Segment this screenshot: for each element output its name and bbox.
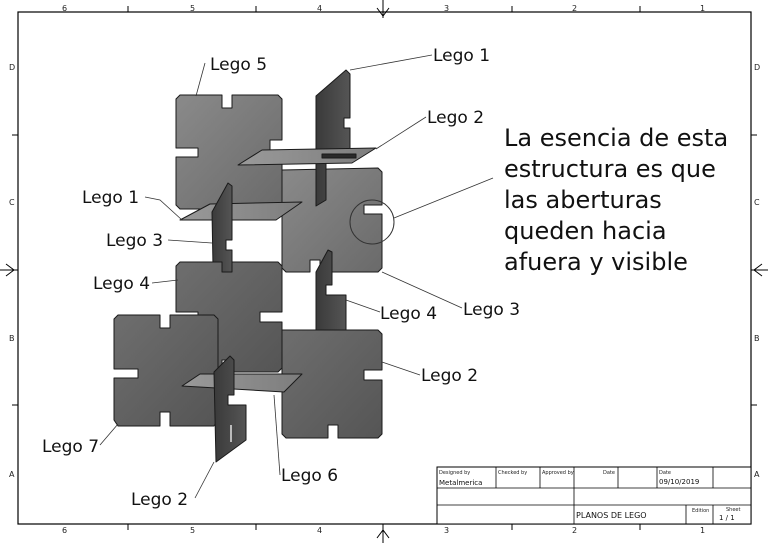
zone-row-labels-right: D C B A [754, 63, 760, 479]
callout-lego5-top: Lego 5 [210, 55, 267, 75]
leader-lego3-right [381, 271, 463, 309]
zone-col-2-bottom: 2 [572, 526, 577, 535]
tb-edition-label: Edition [692, 508, 709, 514]
title-block-frame [436, 466, 752, 525]
leader-lego6-bottom [273, 394, 281, 476]
leader-lego1-left [144, 196, 183, 221]
tb-designed-by-label: Designed by [439, 470, 470, 476]
zone-col-5-top: 5 [190, 4, 195, 13]
zone-row-c-left: C [9, 198, 15, 207]
leader-lego3-left [167, 239, 213, 244]
zone-column-labels-top: 6 5 4 3 2 1 [62, 4, 705, 13]
tb-drawing-title: PLANOS DE LEGO [576, 511, 647, 520]
tb-date: 09/10/2019 [659, 478, 699, 486]
note-line-5: afuera y visible [504, 248, 688, 276]
sheet-border [17, 11, 752, 525]
tb-checked-by-label: Checked by [498, 470, 527, 476]
zone-row-a-left: A [9, 470, 15, 479]
callout-lego2-bottom: Lego 2 [131, 490, 188, 510]
leader-lego4-right [345, 299, 381, 313]
lego-2-upper-plate [281, 167, 383, 273]
tb-sheet: 1 / 1 [719, 514, 735, 522]
lego-6-lower-slab [181, 373, 303, 393]
leader-lego2-top [375, 116, 427, 150]
lego-structure [113, 69, 395, 463]
lego-1-left-slab [179, 201, 303, 221]
zone-col-1-bottom: 1 [700, 526, 705, 535]
callout-lego2-top: Lego 2 [427, 108, 484, 128]
zone-col-3-bottom: 3 [444, 526, 449, 535]
zone-col-4-bottom: 4 [317, 526, 322, 535]
title-block: Designed by Metalmerica Checked by Appro… [436, 466, 752, 525]
leader-note [393, 177, 494, 219]
tb-date-label-2: Date [659, 470, 671, 476]
zone-col-5-bottom: 5 [190, 526, 195, 535]
callout-lego3-left: Lego 3 [106, 231, 163, 251]
zone-col-6-bottom: 6 [62, 526, 67, 535]
tb-designed-by: Metalmerica [439, 479, 482, 487]
zone-row-b-left: B [9, 334, 15, 343]
callout-lego7-left: Lego 7 [42, 437, 99, 457]
callout-lego4-right: Lego 4 [380, 304, 437, 324]
lego-2-lower-plate [281, 329, 383, 439]
zone-col-6-top: 6 [62, 4, 67, 13]
tb-date-label-1: Date [603, 470, 615, 476]
zone-row-labels-left: D C B A [9, 63, 15, 479]
leader-lego2-right [381, 361, 421, 376]
design-note: La esencia de esta estructura es que las… [504, 124, 728, 276]
lego-2-bottom-blade [213, 355, 247, 463]
zone-row-a-right: A [754, 470, 760, 479]
detail-circle [349, 199, 395, 245]
zone-row-c-right: C [754, 198, 760, 207]
leader-lego1-top [349, 54, 433, 71]
zone-row-b-right: B [754, 334, 760, 343]
leader-lego2-bottom [194, 461, 215, 499]
callout-labels: Lego 5 Lego 1 Lego 2 Lego 1 Lego 3 Lego … [42, 46, 520, 510]
callout-lego6-bottom: Lego 6 [281, 466, 338, 486]
zone-col-3-top: 3 [444, 4, 449, 13]
lego-1-upper-blade [315, 69, 351, 207]
zone-col-2-top: 2 [572, 4, 577, 13]
callout-lego3-right: Lego 3 [463, 300, 520, 320]
note-line-3: las aberturas [504, 186, 662, 214]
leader-lines [99, 54, 494, 499]
note-line-4: queden hacia [504, 217, 667, 245]
lego-2-upper-slab-slot [321, 153, 357, 159]
zone-col-1-top: 1 [700, 4, 705, 13]
note-line-1: La esencia de esta [504, 124, 728, 152]
tb-approved-by-label: Approved by [542, 470, 574, 476]
tb-sheet-label: Sheet [726, 507, 740, 513]
zone-row-d-left: D [9, 63, 15, 72]
zone-ticks [12, 6, 757, 530]
callout-lego1-top: Lego 1 [433, 46, 490, 66]
note-line-2: estructura es que [504, 155, 716, 183]
callout-lego2-right: Lego 2 [421, 366, 478, 386]
lego-2-upper-slab [237, 147, 377, 166]
lego-7-plate [113, 314, 219, 427]
zone-row-d-right: D [754, 63, 760, 72]
zone-column-labels-bottom: 6 5 4 3 2 1 [62, 526, 705, 535]
leader-lego4-left [151, 279, 179, 284]
callout-lego1-left: Lego 1 [82, 188, 139, 208]
leader-lego5-top [195, 62, 206, 97]
zone-col-4-top: 4 [317, 4, 322, 13]
leader-lego7-left [99, 423, 119, 446]
callout-lego4-left: Lego 4 [93, 274, 150, 294]
